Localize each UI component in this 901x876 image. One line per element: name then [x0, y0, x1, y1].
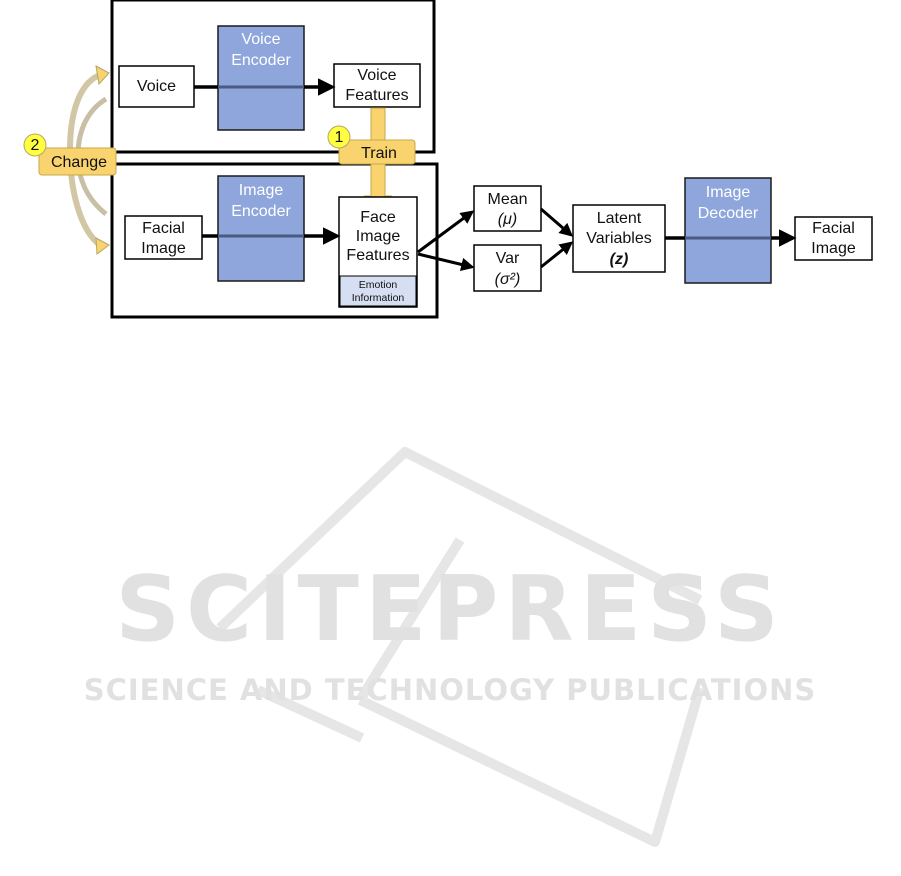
features-to-var-edge	[418, 254, 472, 267]
latent-variables-node: Latent Variables (z)	[573, 205, 665, 272]
svg-text:Voice: Voice	[357, 67, 396, 84]
mean-to-latent-edge	[541, 209, 571, 235]
svg-text:Features: Features	[345, 87, 408, 104]
svg-text:Image: Image	[239, 182, 284, 199]
svg-text:Train: Train	[361, 145, 397, 162]
mean-node: Mean (μ)	[474, 186, 541, 231]
svg-text:(σ²): (σ²)	[495, 271, 521, 288]
svg-text:Image: Image	[706, 184, 751, 201]
svg-text:Encoder: Encoder	[231, 203, 291, 220]
var-node: Var (σ²)	[474, 245, 541, 291]
svg-text:2: 2	[31, 137, 40, 154]
svg-text:Change: Change	[51, 154, 107, 171]
svg-text:(μ): (μ)	[498, 211, 517, 228]
svg-text:Var: Var	[496, 250, 520, 267]
svg-text:Variables: Variables	[586, 230, 652, 247]
features-to-mean-edge	[418, 212, 472, 252]
image-encoder-node: Image Encoder	[218, 176, 304, 281]
svg-text:1: 1	[335, 129, 344, 146]
svg-text:Encoder: Encoder	[231, 52, 291, 69]
svg-text:Decoder: Decoder	[698, 205, 759, 222]
svg-text:Features: Features	[346, 247, 409, 264]
emotion-information-note: Emotion Information	[340, 276, 416, 306]
image-decoder-node: Image Decoder	[685, 178, 771, 283]
svg-text:Emotion: Emotion	[359, 279, 398, 291]
change-arrowhead-down-icon	[96, 238, 109, 254]
svg-text:(z): (z)	[610, 251, 629, 268]
svg-text:Latent: Latent	[597, 210, 642, 227]
change-arrowhead-up-icon	[96, 66, 109, 84]
var-to-latent-edge	[541, 243, 571, 267]
svg-text:Mean: Mean	[487, 191, 527, 208]
voice-input-node: Voice	[119, 66, 194, 107]
svg-text:Voice: Voice	[241, 31, 280, 48]
svg-text:Voice: Voice	[137, 78, 176, 95]
watermark-title: SCITEPRESS	[115, 557, 785, 662]
svg-text:Information: Information	[352, 292, 405, 304]
voice-features-node: Voice Features	[334, 64, 420, 107]
svg-text:Facial: Facial	[812, 220, 855, 237]
svg-text:Image: Image	[811, 240, 856, 257]
facial-image-input-node: Facial Image	[125, 216, 202, 259]
svg-text:Image: Image	[356, 228, 401, 245]
svg-text:Image: Image	[141, 240, 186, 257]
watermark: SCITEPRESS SCIENCE AND TECHNOLOGY PUBLIC…	[84, 452, 817, 842]
facial-image-output-node: Facial Image	[795, 217, 872, 260]
svg-text:Face: Face	[360, 209, 396, 226]
voice-encoder-node: Voice Encoder	[218, 26, 304, 130]
watermark-subtitle: SCIENCE AND TECHNOLOGY PUBLICATIONS	[84, 673, 817, 707]
svg-text:Facial: Facial	[142, 220, 185, 237]
